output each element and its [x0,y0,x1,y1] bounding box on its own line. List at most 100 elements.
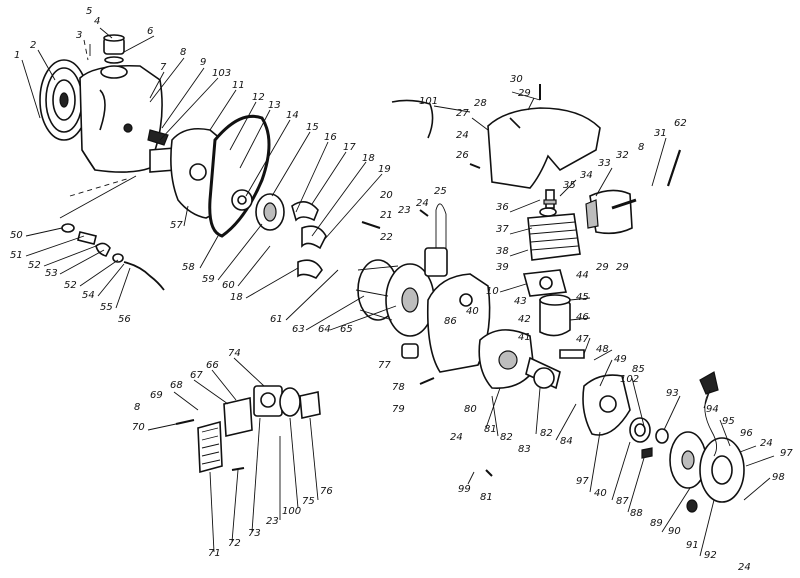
callout-label: 32 [616,150,629,161]
callout-label: 92 [704,550,717,561]
callout-label: 37 [496,224,509,235]
callout-label: 39 [496,262,509,273]
callout-label: 96 [740,428,753,439]
callout-label: 51 [10,250,23,261]
callout-label: 45 [576,292,589,303]
callout-label: 52 [28,260,41,271]
callout-label: 59 [202,274,215,285]
callout-label: 99 [458,484,471,495]
callout-label: 93 [666,388,679,399]
callout-label: 29 [596,262,609,273]
air-filter-gasket [223,387,321,437]
fuel-line-parts [61,177,165,291]
callout-label: 5 [86,6,92,17]
recoil-housing [582,374,631,436]
cylinder [527,207,581,261]
callout-label: 76 [320,486,333,497]
callout-label: 41 [518,332,531,343]
callout-label: 22 [380,232,393,243]
drive-belt [208,114,271,238]
callout-label: 73 [248,528,261,539]
callout-label: 28 [474,98,487,109]
callout-label: 82 [540,428,553,439]
callout-label: 40 [594,488,607,499]
callout-label: 97 [780,448,793,459]
cylinder-gasket [522,269,568,297]
piston [539,294,571,337]
spark-plug [543,189,557,209]
callout-label: 23 [398,205,411,216]
callout-label: 3 [76,30,82,41]
ignition-coil [424,203,448,277]
callout-label: 66 [206,360,219,371]
callout-label: 33 [598,158,611,169]
callout-label: 24 [760,438,773,449]
callout-label: 79 [392,404,405,415]
leader-lines [21,27,775,557]
callout-label: 8 [180,47,186,58]
callout-label: 61 [270,314,283,325]
callout-label: 25 [434,186,447,197]
callout-label: 72 [228,538,241,549]
callout-label: 80 [464,404,477,415]
callout-label: 1 [14,50,20,61]
callout-label: 64 [318,324,331,335]
clutch-pulley [231,189,285,231]
muffler [585,189,633,235]
flywheel [355,259,435,337]
callout-label: 54 [82,290,95,301]
callout-label: 63 [292,324,305,335]
callout-label: 74 [228,348,241,359]
callout-label: 38 [496,246,509,257]
callout-label: 19 [378,164,391,175]
callout-label: 57 [170,220,183,231]
bearing-ring [629,417,669,444]
callout-label: 94 [706,404,719,415]
callout-label: 36 [496,202,509,213]
callout-label: 14 [286,110,299,121]
callout-label: 83 [518,444,531,455]
callout-label: 102 [620,374,639,385]
callout-label: 88 [630,508,643,519]
callout-label: 101 [419,96,438,107]
callout-label: 49 [614,354,627,365]
callout-label: 29 [616,262,629,273]
callout-label: 4 [94,16,100,27]
callout-label: 55 [100,302,113,313]
callout-label: 68 [170,380,183,391]
fuel-tank [79,64,163,173]
callout-label: 89 [650,518,663,529]
callout-label: 40 [466,306,479,317]
callout-label: 26 [456,150,469,161]
callout-label: 24 [738,562,751,573]
callout-label: 11 [232,80,245,91]
callout-label: 53 [45,268,58,279]
callout-label: 81 [480,492,493,503]
air-filter [197,420,223,474]
callout-label: 100 [282,506,301,517]
callout-label: 65 [340,324,353,335]
callout-label: 31 [654,128,667,139]
callout-label: 71 [208,548,221,559]
callout-label: 34 [580,170,593,181]
callout-label: 62 [674,118,687,129]
callout-label: 70 [132,422,145,433]
callout-label: 84 [560,436,573,447]
callout-label: 90 [668,526,681,537]
callout-label: 12 [252,92,265,103]
starter-pulley [669,431,745,503]
fuel-cap [89,34,125,64]
callout-label: 35 [563,180,576,191]
callout-label: 91 [686,540,699,551]
callout-label: 82 [500,432,513,443]
crankshaft [525,356,561,390]
callout-label: 46 [576,312,589,323]
callout-labels: 1 2 3 4 5 6 7 8 9 103 11 12 13 14 15 16 … [10,6,793,573]
callout-label: 75 [302,496,315,507]
callout-label: 24 [416,198,429,209]
callout-label: 44 [576,270,589,281]
clutch-shoes [291,201,327,280]
callout-label: 47 [576,334,589,345]
callout-label: 18 [362,153,375,164]
